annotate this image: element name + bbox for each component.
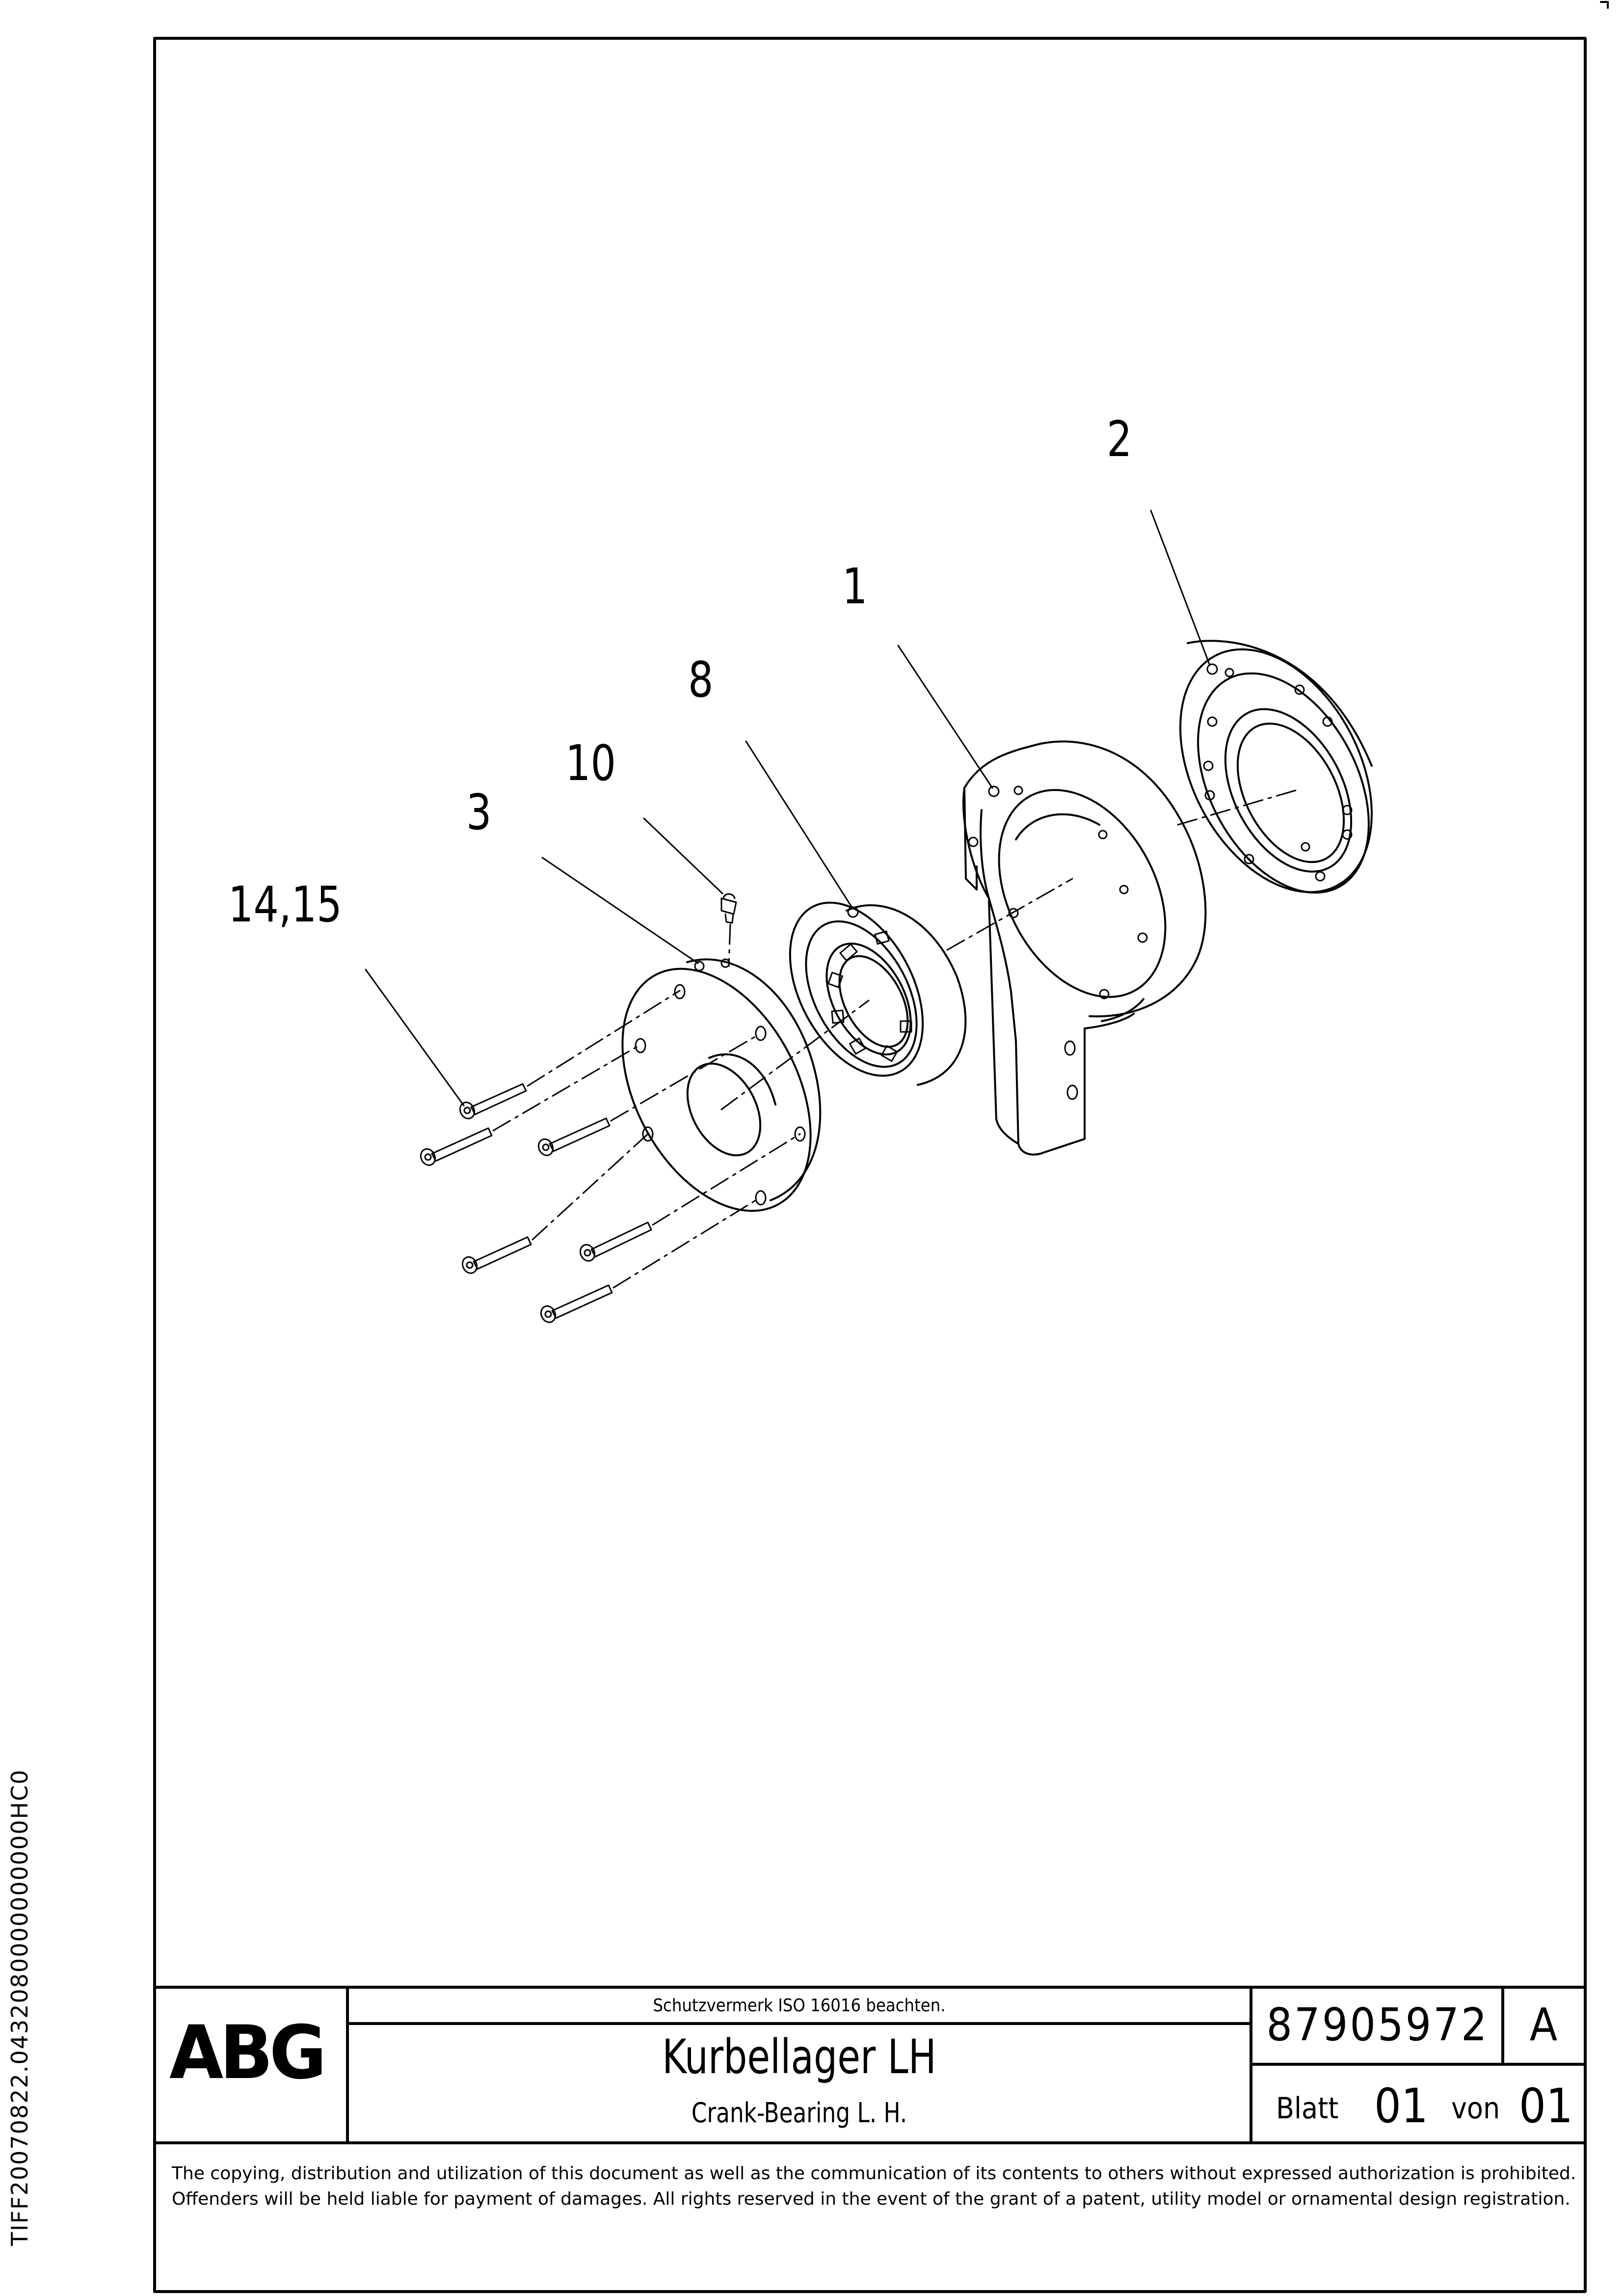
sheet-total: 01 <box>1519 2079 1573 2134</box>
drawing-title-en: Crank-Bearing L. H. <box>691 2097 907 2129</box>
corner-mark <box>1600 1 1609 9</box>
drawing-frame <box>153 37 1587 2293</box>
leader-lines <box>365 510 1211 1107</box>
side-file-code: TIFF20070822.0432080000000000HC0 <box>6 1769 33 2246</box>
bolt <box>579 1221 652 1262</box>
bolt <box>459 1083 527 1120</box>
revision: A <box>1529 1999 1558 2051</box>
bolt <box>540 1284 613 1324</box>
bolt <box>537 1117 611 1157</box>
sheet-number: 01 <box>1374 2079 1428 2134</box>
callout-8: 8 <box>688 651 714 708</box>
callout-2: 2 <box>1107 410 1132 468</box>
cover-holes <box>635 958 806 1206</box>
company-logo: ABG <box>169 2010 327 2096</box>
callout-1: 1 <box>842 558 868 615</box>
housing-holes <box>968 785 1148 1100</box>
flange-holes <box>1203 663 1353 882</box>
part-1-housing <box>962 740 1207 1156</box>
drawing-title-de: Kurbellager LH <box>662 2029 936 2084</box>
part-8-bearing <box>789 901 967 1086</box>
callout-3: 3 <box>466 783 492 841</box>
bolt <box>461 1236 532 1274</box>
part-10-grease-nipple <box>720 893 737 924</box>
drawing-number: 87905972 <box>1266 1999 1489 2051</box>
title-block-grid <box>153 1986 1587 2144</box>
protection-note: Schutzvermerk ISO 16016 beachten. <box>653 1996 946 2016</box>
callout-10: 10 <box>565 734 616 792</box>
callout-14-15: 14,15 <box>228 876 342 933</box>
of-label: von <box>1451 2091 1500 2126</box>
part-2-flange <box>1179 640 1373 894</box>
assembly-center-lines <box>492 789 1297 1289</box>
copyright-notice: The copying, distribution and utilizatio… <box>172 2163 1576 2209</box>
bolt <box>420 1127 493 1166</box>
parts-14-15-bolts <box>420 1083 652 1324</box>
sheet-label: Blatt <box>1276 2091 1339 2126</box>
part-3-cover <box>621 958 822 1212</box>
